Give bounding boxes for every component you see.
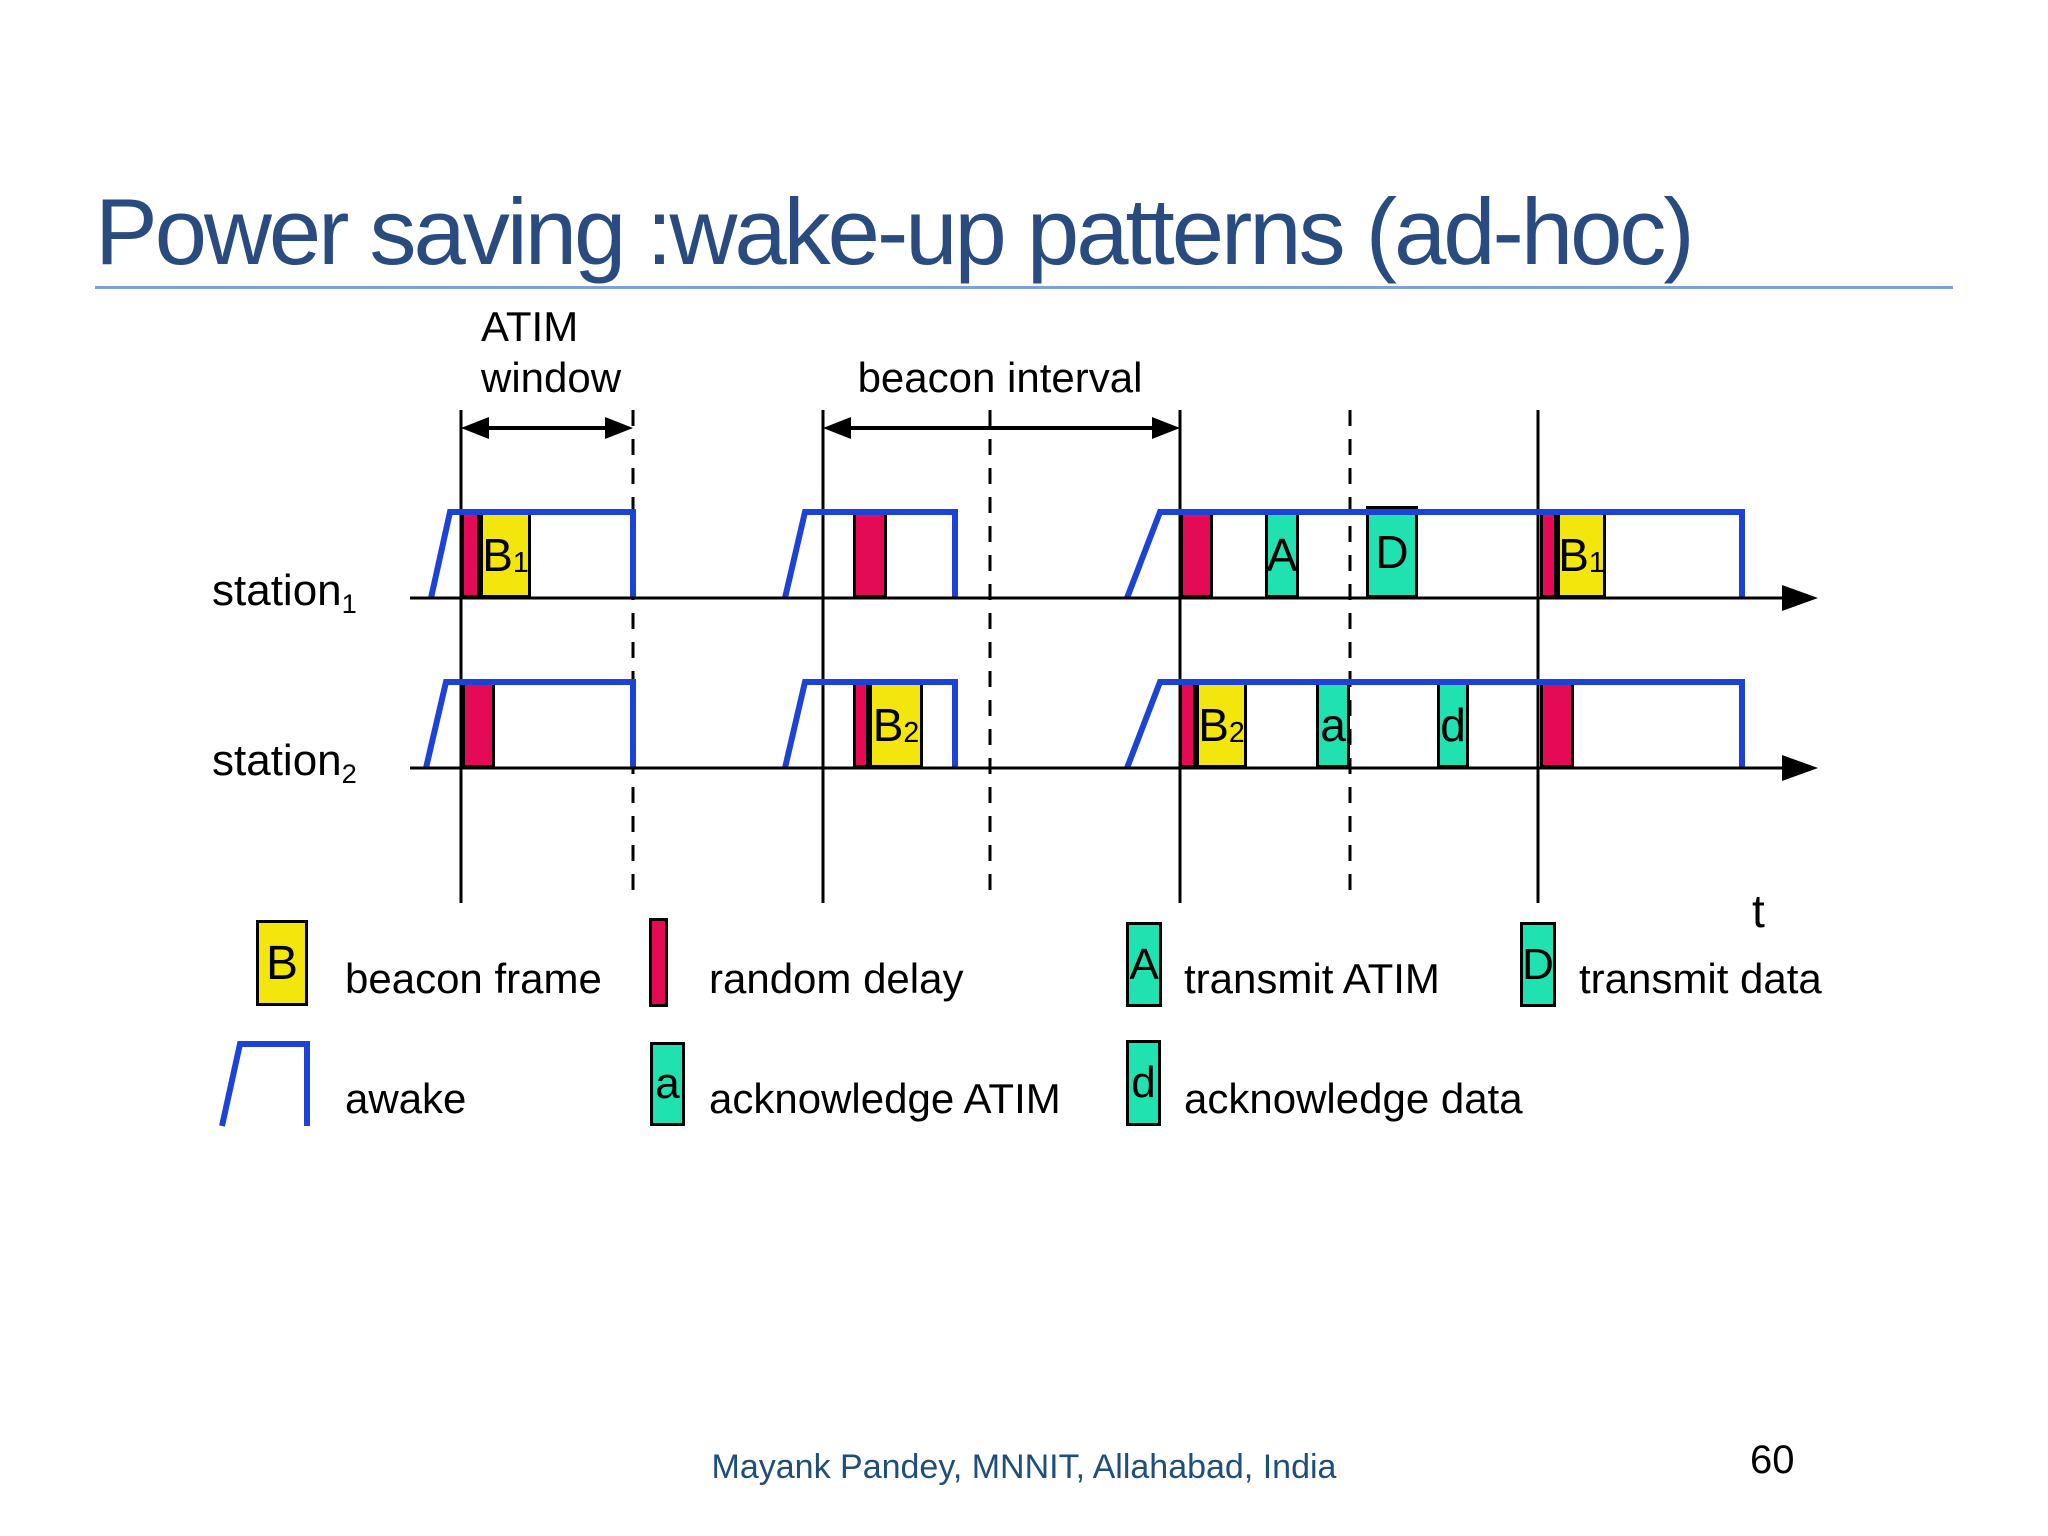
s1-awake-period-3 [1124,509,1745,600]
s1-transmit-data-block: D [1366,506,1418,598]
legend-ack-atim-label: acknowledge ATIM [709,1075,1061,1122]
title-underline [95,286,1953,289]
s2-random-delay-2 [853,682,869,768]
beacon-interval-arrowhead-left [823,417,851,439]
legend-symbol-label: d [1131,1058,1156,1107]
s2-ack-atim-block: a [1316,682,1350,768]
legend-ack-data-symbol: d [1126,1040,1161,1126]
legend-awake-label: awake [345,1075,467,1122]
station1-name: station [212,566,342,615]
station1-label: station1 [212,566,357,620]
legend-transmit-atim-label: transmit ATIM [1184,955,1440,1002]
atim-window-arrowhead-right [605,417,633,439]
block-label: B [482,529,513,581]
block-label: A [1266,529,1298,581]
beacon-interval-arrowhead-right [1152,417,1180,439]
legend-transmit-data-symbol: D [1520,922,1556,1007]
legend-transmit-atim-symbol: A [1126,922,1162,1007]
block-label: B [1558,529,1589,581]
legend-symbol-label: A [1129,939,1159,989]
legend-transmit-data-label: transmit data [1579,955,1822,1002]
page-number: 60 [1750,1438,1795,1482]
s2-ack-data-block: d [1437,682,1469,768]
station2-label: station2 [212,736,357,790]
legend-ack-data-label: acknowledge data [1184,1075,1523,1122]
s1-random-delay-2 [853,512,887,598]
station1-sub: 1 [341,588,357,620]
legend-random-delay-symbol [649,918,668,1007]
atim-window-label-line1: ATIM [481,303,579,350]
s2-random-delay-1 [462,682,495,768]
legend-ack-atim-symbol: a [650,1042,685,1126]
footer-text: Mayank Pandey, MNNIT, Allahabad, India [711,1448,1337,1486]
station2-sub: 2 [341,758,357,790]
s2-random-delay-4 [1540,682,1574,768]
atim-window-arrowhead-left [461,417,489,439]
s2-random-delay-3 [1179,682,1196,768]
station2-name: station [212,736,342,785]
legend-beacon-frame-symbol: B [256,920,308,1006]
legend-symbol-label: D [1522,939,1554,989]
block-label-sub: 1 [1588,547,1605,580]
legend-random-delay-label: random delay [709,955,964,1002]
block-label: D [1375,526,1409,578]
s1-time-axis-arrowhead [1782,585,1818,611]
legend-symbol-label: a [655,1059,680,1108]
block-label-sub: 2 [1228,717,1245,750]
s1-random-delay-1 [461,512,480,598]
legend-beacon-frame-label: beacon frame [345,955,602,1002]
block-label: B [872,699,904,751]
slide-title: Power saving :wake-up patterns (ad-hoc) [95,179,1695,284]
block-label-sub: 2 [903,717,920,750]
s1-random-delay-4 [1540,512,1557,598]
beacon-interval-label: beacon interval [857,354,1143,401]
time-axis-label: t [1752,885,1765,937]
block-label: d [1440,699,1466,751]
s2-time-axis-arrowhead [1782,755,1818,781]
s1-random-delay-3 [1180,512,1213,598]
atim-window-label-line2: window [481,354,622,401]
block-label-sub: 1 [512,547,529,580]
block-label: B [1198,699,1229,751]
legend-symbol-label: B [265,936,298,990]
s1-transmit-atim-block: A [1265,512,1299,598]
s2-awake-period-1 [423,679,636,769]
block-label: a [1320,699,1346,751]
legend-awake-symbol [219,1041,310,1127]
